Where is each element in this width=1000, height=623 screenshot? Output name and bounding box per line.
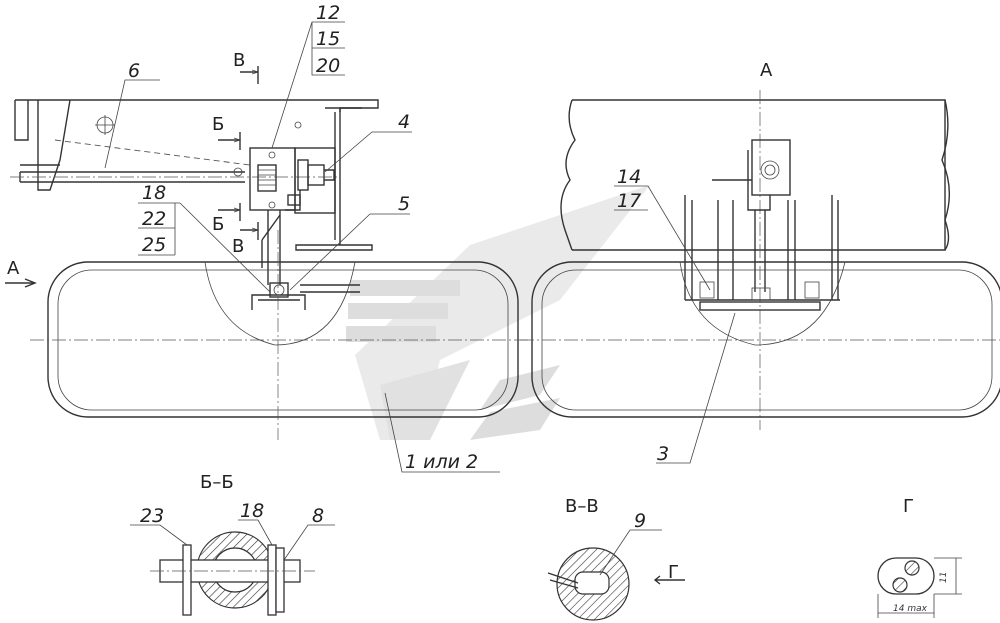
view-a (520, 90, 1000, 464)
label-17: 17 (617, 190, 641, 212)
view-arrow-g: Г (668, 562, 679, 583)
label-14: 14 (617, 166, 641, 188)
label-23: 23 (140, 505, 164, 527)
label-18: 18 (142, 182, 166, 204)
main-view (5, 21, 530, 473)
section-bb (130, 519, 335, 616)
section-label-v-lower: В (232, 236, 244, 257)
view-title-g: Г (903, 496, 914, 517)
label-1-or-2: 1 или 2 (405, 451, 478, 473)
section-label-v-upper: В (233, 50, 245, 71)
section-label-a-left: A (7, 258, 20, 279)
section-vv (547, 529, 685, 621)
label-25: 25 (142, 234, 166, 256)
label-12: 12 (316, 2, 340, 24)
dimension-height: 11 (939, 572, 949, 583)
section-label-b-lower: Б (212, 214, 224, 235)
section-title-vv: В–В (565, 496, 599, 517)
dimension-width: 14 max (893, 604, 928, 614)
label-3: 3 (657, 443, 669, 465)
label-8: 8 (312, 505, 324, 527)
section-label-b-upper: Б (212, 114, 224, 135)
label-5: 5 (398, 193, 410, 215)
label-18b: 18 (240, 500, 264, 522)
label-4: 4 (398, 111, 410, 133)
view-g (877, 557, 962, 618)
label-9: 9 (634, 510, 646, 532)
label-15: 15 (316, 28, 340, 50)
label-6: 6 (128, 60, 140, 82)
section-label-a-top: A (760, 60, 773, 81)
label-20: 20 (316, 55, 340, 77)
watermark-logo (346, 185, 650, 440)
label-22: 22 (142, 208, 166, 230)
section-title-bb: Б–Б (200, 472, 234, 493)
